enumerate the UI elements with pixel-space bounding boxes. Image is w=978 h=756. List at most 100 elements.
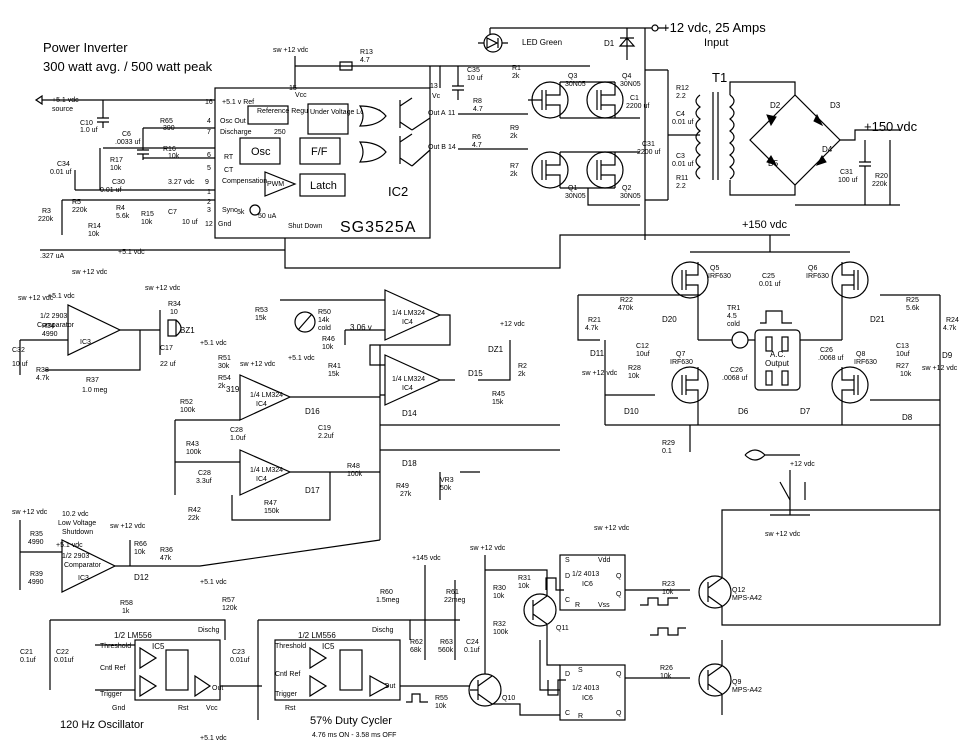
ac-output-socket	[754, 310, 801, 391]
ic2-name: IC2	[388, 184, 408, 199]
ic5b-trigger: Trigger	[275, 691, 298, 698]
svg-text:C6: C6	[122, 131, 131, 138]
ic2-sw12-label: sw +12 vdc	[273, 47, 309, 54]
svg-text:R13: R13	[360, 49, 373, 56]
q4-part: 30N05	[620, 81, 641, 88]
svg-text:1.5meg: 1.5meg	[376, 597, 399, 604]
v145-label: +145 vdc	[412, 555, 441, 562]
svg-text:C17: C17	[160, 345, 173, 352]
svg-text:D: D	[565, 573, 570, 580]
d8-label: D8	[902, 413, 913, 422]
svg-text:sw +12 vdc: sw +12 vdc	[72, 269, 108, 276]
ic4b-line2: IC4	[402, 385, 413, 392]
ic5a-rst: Rst	[178, 705, 189, 712]
ic2-oscout-pin: Osc Out	[220, 118, 246, 125]
svg-text:15k: 15k	[328, 371, 340, 378]
svg-text:4990: 4990	[28, 579, 44, 586]
d15-label: D15	[468, 369, 483, 378]
ic5a-out: Out	[212, 685, 223, 692]
switch-wires	[770, 470, 810, 516]
q9-ref: Q9	[732, 679, 741, 686]
svg-text:sw +12 vdc: sw +12 vdc	[18, 295, 54, 302]
svg-text:12: 12	[205, 221, 213, 228]
d4-label: D4	[822, 145, 833, 154]
svg-text:C32: C32	[12, 347, 25, 354]
ic6b-body	[559, 664, 626, 721]
ic2-latch	[299, 173, 346, 197]
ic4-comparator-top	[384, 289, 442, 341]
svg-text:R24: R24	[946, 317, 959, 324]
q12-ref: Q12	[732, 587, 745, 594]
waveform-duty	[406, 693, 428, 703]
svg-text:10k: 10k	[435, 703, 447, 710]
svg-text:30k: 30k	[218, 363, 230, 370]
ic5a-ff	[165, 649, 189, 691]
lowv-line2: Low Voltage	[58, 520, 96, 527]
d6-label: D6	[738, 407, 749, 416]
svg-text:2k: 2k	[512, 73, 520, 80]
d16-label: D16	[305, 407, 320, 416]
ic5a-trigger: Trigger	[100, 691, 123, 698]
svg-text:4.7k: 4.7k	[36, 375, 50, 382]
svg-text:Q: Q	[616, 591, 622, 598]
ic2-outa-pin: Out A	[428, 110, 446, 117]
svg-text:27k: 27k	[400, 491, 412, 498]
ic5a-line2: IC5	[152, 642, 165, 651]
ic2-ff	[299, 137, 341, 165]
svg-text:10uf: 10uf	[896, 351, 910, 358]
svg-text:R16: R16	[163, 146, 176, 153]
hv-filter-wires	[795, 140, 900, 206]
q10-ref: Q10	[502, 695, 515, 702]
svg-text:R48: R48	[347, 463, 360, 470]
mosfet-q7	[671, 366, 709, 405]
ic2-latch-label: Latch	[310, 180, 337, 192]
svg-text:R12: R12	[676, 85, 689, 92]
svg-text:R39: R39	[30, 571, 43, 578]
duty-sub: 4.76 ms ON - 3.58 ms OFF	[312, 732, 396, 739]
mosfet-q2	[586, 151, 624, 189]
svg-text:C: C	[565, 597, 570, 604]
svg-text:cold: cold	[727, 321, 740, 328]
q6-ref: Q6	[808, 265, 817, 272]
svg-text:220k: 220k	[38, 216, 54, 223]
mosfet-q6	[831, 261, 869, 300]
q2-part: 30N05	[620, 193, 641, 200]
ic5b-threshold: Threshold	[275, 643, 306, 650]
ic5b-dischg: Dischg	[372, 627, 394, 634]
ic2-rt-pin: RT	[224, 154, 234, 161]
svg-text:0.01uf: 0.01uf	[54, 657, 74, 664]
svg-text:0.01 uf: 0.01 uf	[759, 281, 780, 288]
svg-text:R36: R36	[160, 547, 173, 554]
ic2-ff-label: F/F	[311, 146, 328, 158]
ic5b-rst: Rst	[285, 705, 296, 712]
svg-text:1: 1	[207, 189, 211, 196]
d21-label: D21	[870, 315, 885, 324]
d9-label: D9	[942, 351, 953, 360]
v327-label: 3.27 vdc	[168, 179, 195, 186]
svg-text:R11: R11	[676, 175, 688, 182]
d14-label: D14	[402, 409, 417, 418]
ic6a-body	[559, 554, 626, 611]
ic5a-dischg: Dischg	[198, 627, 220, 634]
ic3b-line1: 1/2 2903	[62, 553, 89, 560]
svg-text:cold: cold	[318, 325, 331, 332]
svg-text:10k: 10k	[493, 593, 505, 600]
c6-cap	[137, 128, 149, 160]
ic2-uvlo	[307, 103, 349, 135]
right-gate-wires	[870, 294, 941, 401]
ic3a-wires	[19, 310, 161, 375]
svg-text:R34: R34	[42, 323, 55, 330]
lv-bridge-wires	[560, 81, 640, 206]
ic2-gnd-pin: Gnd	[218, 221, 231, 228]
svg-text:100k: 100k	[186, 449, 202, 456]
q7-ref: Q7	[676, 351, 685, 358]
thermistor-r50	[294, 311, 316, 333]
svg-text:4990: 4990	[42, 331, 58, 338]
transformer-t1	[695, 92, 735, 180]
ic3b-comparator	[61, 539, 117, 593]
ic6a-vdd: Vdd	[598, 557, 611, 564]
ic3b-line3: IC3	[78, 575, 89, 582]
svg-text:.0033 uf: .0033 uf	[115, 139, 140, 146]
svg-text:R41: R41	[328, 363, 341, 370]
svg-text:C28: C28	[198, 470, 211, 477]
